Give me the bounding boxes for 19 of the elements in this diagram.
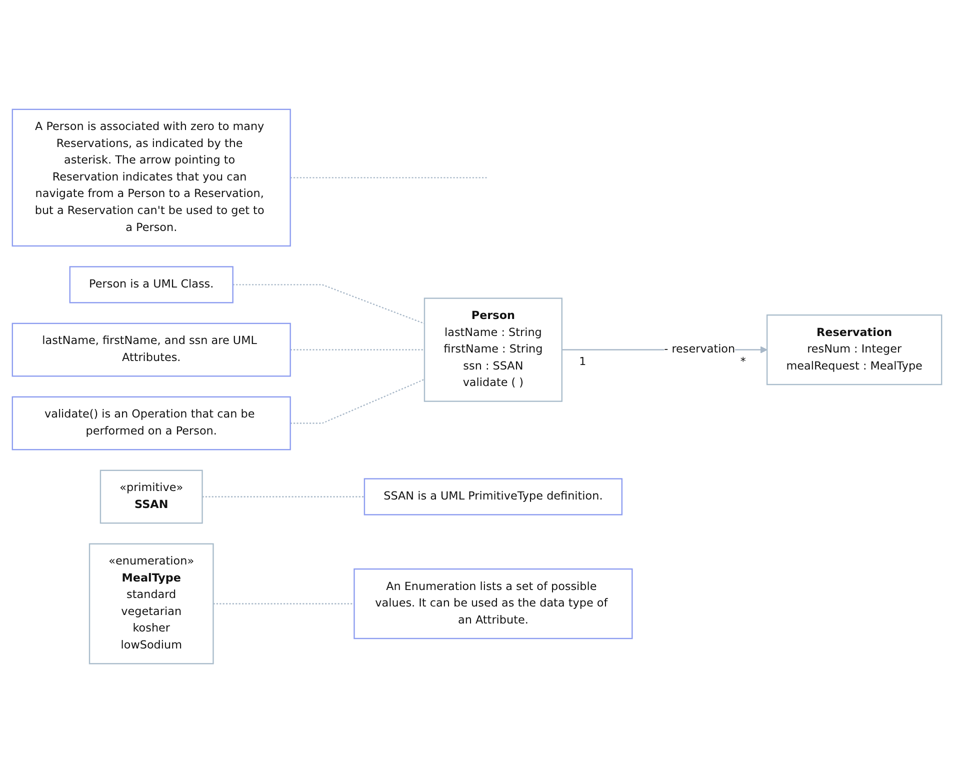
node-box: An Enumeration lists a set of possible values. It can be used as the data type of an Attribute. <box>354 568 633 640</box>
connector <box>232 284 425 325</box>
edge-label: - reservation <box>664 343 736 356</box>
connector <box>202 496 364 498</box>
multiplicity-label: * <box>740 356 746 368</box>
connector <box>290 379 425 424</box>
node-box: «enumeration» MealType standard vegetarian kosher lowSodium <box>88 544 214 665</box>
node-box: Person lastName : String firstName : String ssn : SSAN validate ( ) <box>424 298 562 402</box>
multiplicity-label: 1 <box>579 356 586 368</box>
connector <box>213 604 354 605</box>
node-box: Reservation resNum : Integer mealRequest : MealType <box>766 314 942 386</box>
node-box: SSAN is a UML PrimitiveType definition. <box>364 478 623 516</box>
node-box: Person is a UML Class. <box>69 266 234 304</box>
node-box: validate() is an Operation that can be performed on a Person. <box>12 396 291 451</box>
node-box: A Person is associated with zero to many Reservations, as indicated by the asterisk. The arrow pointing to Reservation indicates that you can navigate from a Person to a Reservation, but a Reservation can't be used to get to a Person. <box>12 109 291 248</box>
connector <box>290 178 488 179</box>
node-box: «primitive» SSAN <box>100 470 203 524</box>
connector <box>290 350 424 351</box>
node-box: lastName, firstName, and ssn are UML Attributes. <box>12 323 291 378</box>
